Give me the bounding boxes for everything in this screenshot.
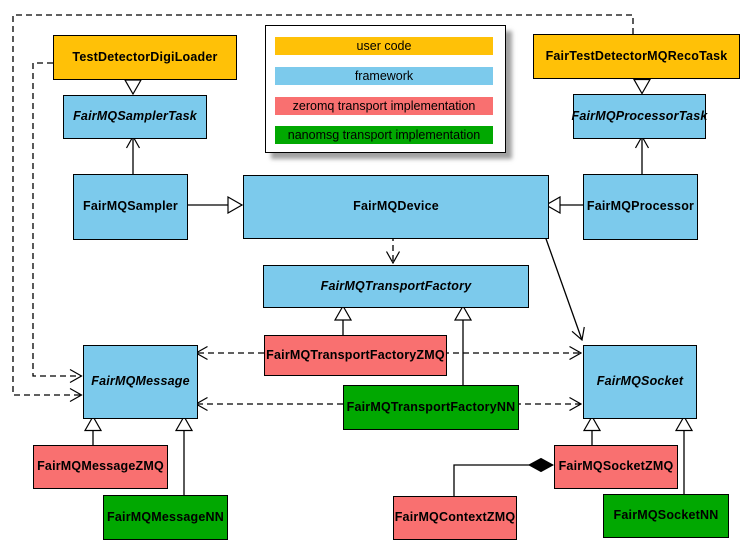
- node-fairmqcontextzmq: FairMQContextZMQ: [393, 496, 517, 540]
- node-fairmqsocketzmq: FairMQSocketZMQ: [554, 445, 678, 489]
- node-fairmqmessagezmq: FairMQMessageZMQ: [33, 445, 168, 489]
- node-fairmqsocketnn: FairMQSocketNN: [603, 494, 729, 538]
- node-fairmqtransportfactoryzmq: FairMQTransportFactoryZMQ: [264, 335, 447, 376]
- node-fairmqmessage: FairMQMessage: [83, 345, 198, 419]
- node-testdetectordigiloader: TestDetectorDigiLoader: [53, 35, 237, 80]
- legend-item-user-code: user code: [275, 37, 493, 55]
- node-fairmqtransportfactory: FairMQTransportFactory: [263, 265, 529, 308]
- edge-recotask-depends-message: [12, 14, 634, 395]
- node-fairmqtransportfactorynn: FairMQTransportFactoryNN: [343, 385, 519, 430]
- edge-device-uses-socket: [544, 235, 582, 340]
- node-fairtestdetectormqrecotask: FairTestDetectorMQRecoTask: [533, 34, 740, 79]
- node-fairmqsamplertask: FairMQSamplerTask: [63, 95, 207, 139]
- node-fairmqsocket: FairMQSocket: [583, 345, 697, 419]
- node-fairmqprocessortask: FairMQProcessorTask: [571, 94, 707, 139]
- node-fairmqmessagenn: FairMQMessageNN: [103, 495, 228, 540]
- legend: user code framework zeromq transport imp…: [265, 25, 506, 153]
- legend-item-framework: framework: [275, 67, 493, 85]
- node-fairmqsampler: FairMQSampler: [73, 174, 188, 240]
- edge-digiloader-depends-message: [32, 62, 82, 376]
- node-fairmqdevice: FairMQDevice: [243, 175, 549, 239]
- legend-item-zeromq: zeromq transport implementation: [275, 97, 493, 115]
- node-fairmqprocessor: FairMQProcessor: [583, 174, 698, 240]
- edge-socketzmq-owns-contextzmq: [453, 465, 553, 496]
- legend-item-nanomsg: nanomsg transport implementation: [275, 126, 493, 144]
